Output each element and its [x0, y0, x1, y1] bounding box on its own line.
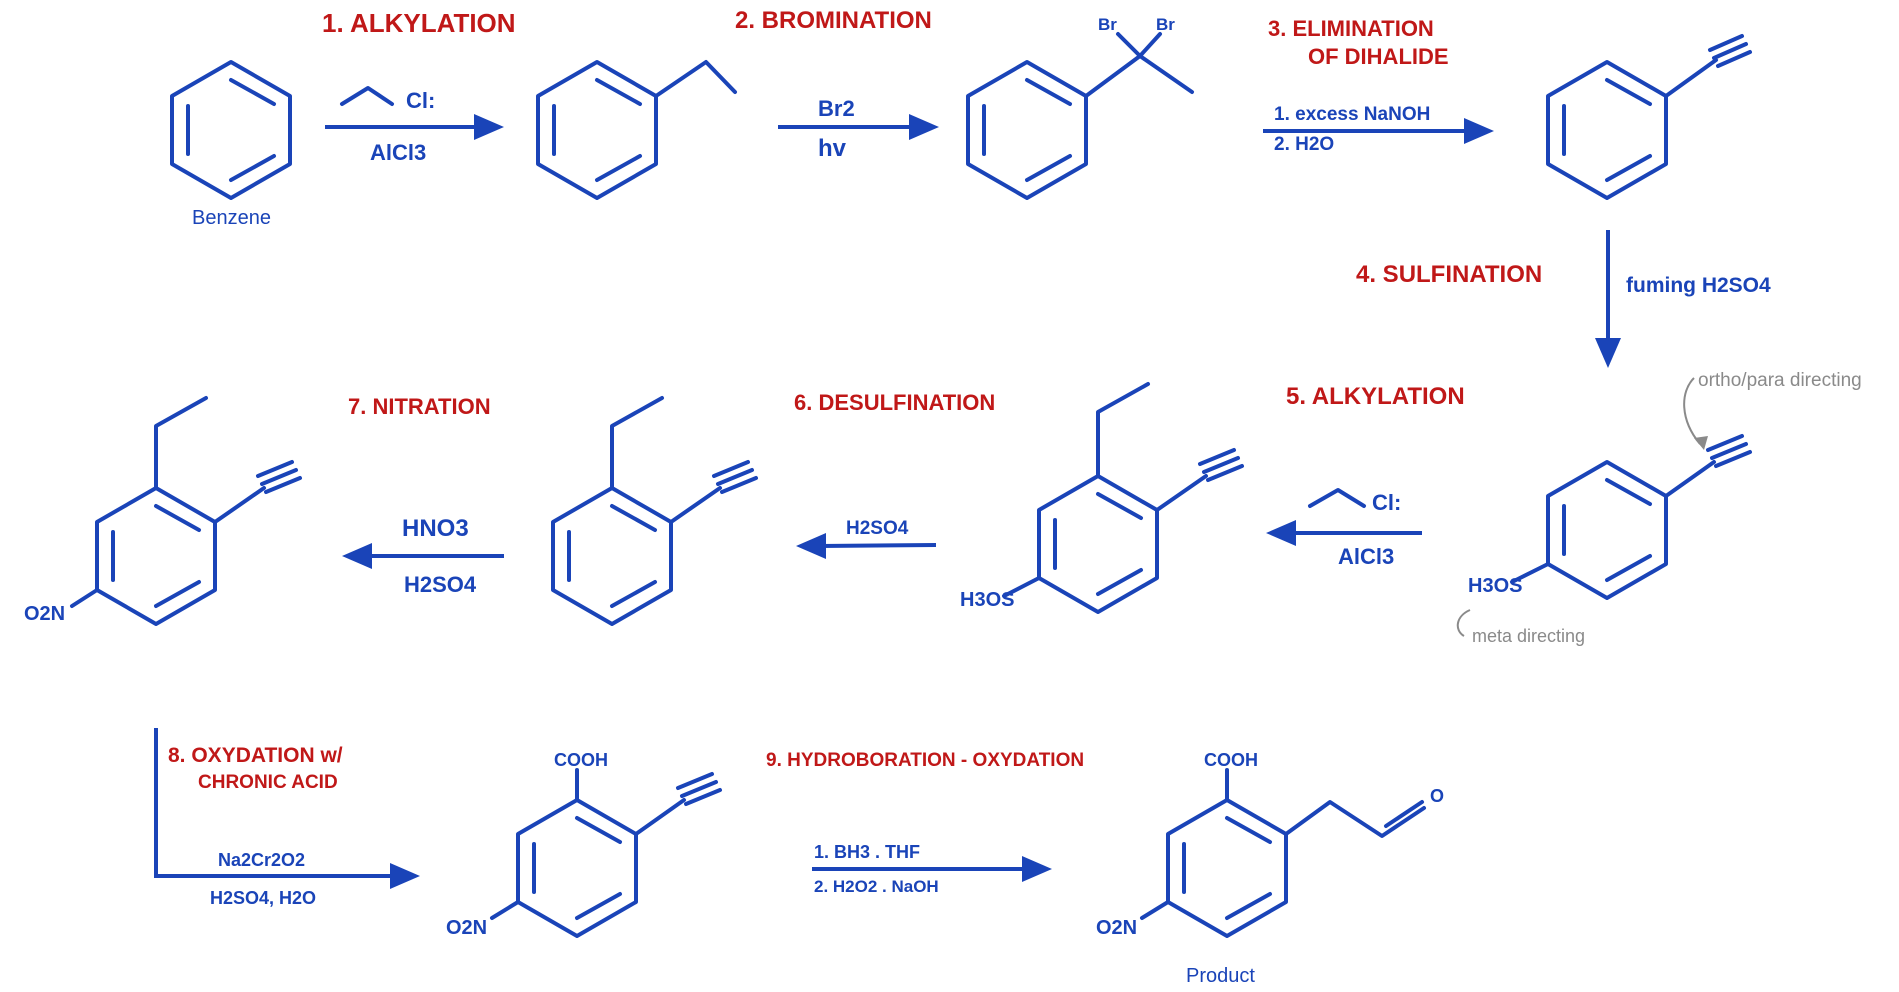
- arrow-step-9: [812, 856, 1052, 882]
- sulfonic-group-1: H3OS: [1468, 575, 1522, 597]
- step-8-label-line2: CHRONIC ACID: [198, 772, 338, 793]
- meta-pointer: [1456, 609, 1471, 637]
- ethyl-sulfonic-acid-structure: [1002, 382, 1244, 614]
- step-5-label: 5. ALKYLATION: [1286, 383, 1465, 410]
- arrow-step-8: [154, 728, 420, 889]
- reagent-6: H2SO4: [846, 518, 909, 539]
- step-8-label-line1: 8. OXYDATION w/: [168, 744, 343, 767]
- ethyl-chloride-reagent-2: [1308, 488, 1366, 508]
- reagent-2-top: Br2: [818, 96, 855, 121]
- ortho-para-note: ortho/para directing: [1698, 370, 1862, 391]
- reagent-7-top: HNO3: [402, 515, 469, 542]
- nitro-compound-structure: [70, 396, 302, 626]
- bromine-left: Br: [1098, 15, 1117, 34]
- ethylbenzene-structure: [536, 60, 737, 200]
- ethyl-chloride-reagent: [340, 86, 394, 106]
- step-3-label-line2: OF DIHALIDE: [1308, 44, 1449, 69]
- reagent-5-bottom: AlCl3: [1338, 544, 1394, 569]
- dibromide-structure: [966, 32, 1194, 200]
- reagent-1-top: Cl:: [406, 88, 435, 113]
- reagent-3-bottom: 2. H2O: [1274, 134, 1334, 155]
- product-structure: [1140, 768, 1426, 938]
- sulfonic-group-2: H3OS: [960, 589, 1014, 611]
- sulfonic-acid-structure: [1510, 434, 1752, 600]
- reagent-4: fuming H2SO4: [1626, 274, 1771, 297]
- reagent-8-top: Na2Cr2O2: [218, 850, 305, 870]
- step-2-label: 2. BROMINATION: [735, 7, 932, 34]
- step-3-label-line1: 3. ELIMINATION: [1268, 16, 1434, 41]
- arrow-step-6: [796, 533, 937, 559]
- step-1-label: 1. ALKYLATION: [322, 8, 516, 38]
- reagent-9-top: 1. BH3 . THF: [814, 842, 920, 862]
- nitro-benzoic-acid-structure: [490, 768, 722, 938]
- step-4-label: 4. SULFINATION: [1356, 261, 1542, 288]
- carboxyl-group-2: COOH: [1204, 750, 1258, 770]
- arrow-step-3: [1263, 118, 1494, 144]
- arrow-step-4: [1595, 230, 1621, 368]
- reagent-9-bottom: 2. H2O2 . NaOH: [814, 877, 939, 896]
- arrow-step-5: [1266, 520, 1422, 546]
- benzene-structure: [170, 60, 292, 200]
- benzene-name: Benzene: [192, 207, 271, 229]
- carboxyl-group-1: COOH: [554, 750, 608, 770]
- ortho-para-pointer-head: [1694, 436, 1708, 450]
- reagent-2-bottom: hv: [818, 135, 847, 162]
- arrow-step-2: [778, 114, 939, 140]
- nitro-group-2: O2N: [446, 917, 487, 939]
- reagent-3-top: 1. excess NaNOH: [1274, 104, 1430, 125]
- reagent-8-bottom: H2SO4, H2O: [210, 888, 316, 908]
- step-6-label: 6. DESULFINATION: [794, 390, 995, 415]
- nitro-group-1: O2N: [24, 603, 65, 625]
- arrow-step-7: [342, 543, 504, 569]
- phenylacetylene-structure: [1546, 34, 1752, 200]
- meta-note: meta directing: [1472, 626, 1585, 646]
- step-7-label: 7. NITRATION: [348, 394, 491, 419]
- ortho-para-pointer: [1683, 377, 1701, 445]
- reagent-1-bottom: AlCl3: [370, 140, 426, 165]
- product-name: Product: [1186, 965, 1255, 987]
- aldehyde-oxygen: O: [1430, 786, 1444, 806]
- bromine-right: Br: [1156, 15, 1175, 34]
- reagent-5-top: Cl:: [1372, 490, 1401, 515]
- arrow-step-1: [325, 114, 504, 140]
- ethyl-ethynylbenzene-structure: [551, 396, 758, 626]
- nitro-group-3: O2N: [1096, 917, 1137, 939]
- reagent-7-bottom: H2SO4: [404, 572, 477, 597]
- step-9-label: 9. HYDROBORATION - OXYDATION: [766, 750, 1084, 771]
